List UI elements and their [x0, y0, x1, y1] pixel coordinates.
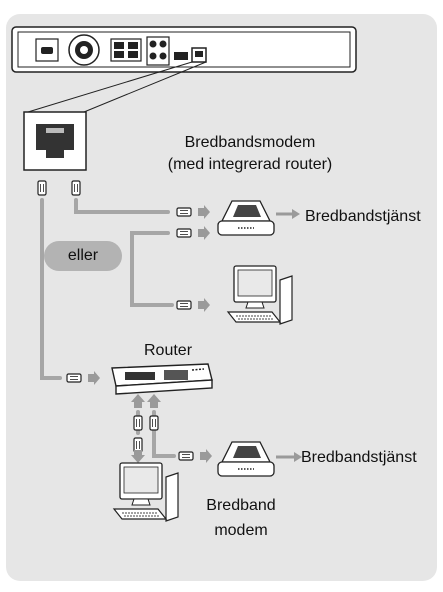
ethernet-plug-icon: [176, 300, 192, 310]
modem-label-line1: Bredband: [206, 497, 276, 514]
arrow-icon: [131, 394, 145, 408]
ethernet-plug-icon: [176, 207, 192, 217]
service-label-bottom: Bredbandstjänst: [301, 449, 417, 466]
arrow-icon: [147, 394, 161, 408]
service-label-top: Bredbandstjänst: [305, 208, 421, 225]
ethernet-plug-icon: [133, 437, 143, 453]
diagram-panel: [6, 14, 437, 581]
or-badge: eller: [44, 241, 122, 271]
modem-label-line2: modem: [214, 522, 268, 539]
ethernet-plug-icon: [176, 228, 192, 238]
modem-router-title: Bredbandsmodem: [184, 134, 316, 151]
ethernet-plug-icon: [66, 373, 82, 383]
ethernet-plug-icon: [133, 415, 143, 431]
ethernet-plug-icon: [37, 180, 47, 196]
ethernet-plug-icon: [178, 451, 194, 461]
zoom-guide-line: [27, 61, 193, 113]
zoom-guide-line: [83, 61, 207, 113]
or-label: eller: [67, 247, 99, 264]
arrow-icon: [294, 452, 302, 462]
lan-port-icon: [23, 111, 87, 171]
router-icon: [111, 363, 213, 395]
arrow-icon: [131, 450, 145, 463]
player-rear-panel-icon: [11, 26, 357, 73]
ethernet-plug-icon: [149, 415, 159, 431]
router-label: Router: [144, 342, 193, 359]
modem-router-subtitle: (med integrerad router): [167, 156, 333, 173]
ethernet-plug-icon: [71, 180, 81, 196]
arrow-icon: [292, 209, 300, 219]
